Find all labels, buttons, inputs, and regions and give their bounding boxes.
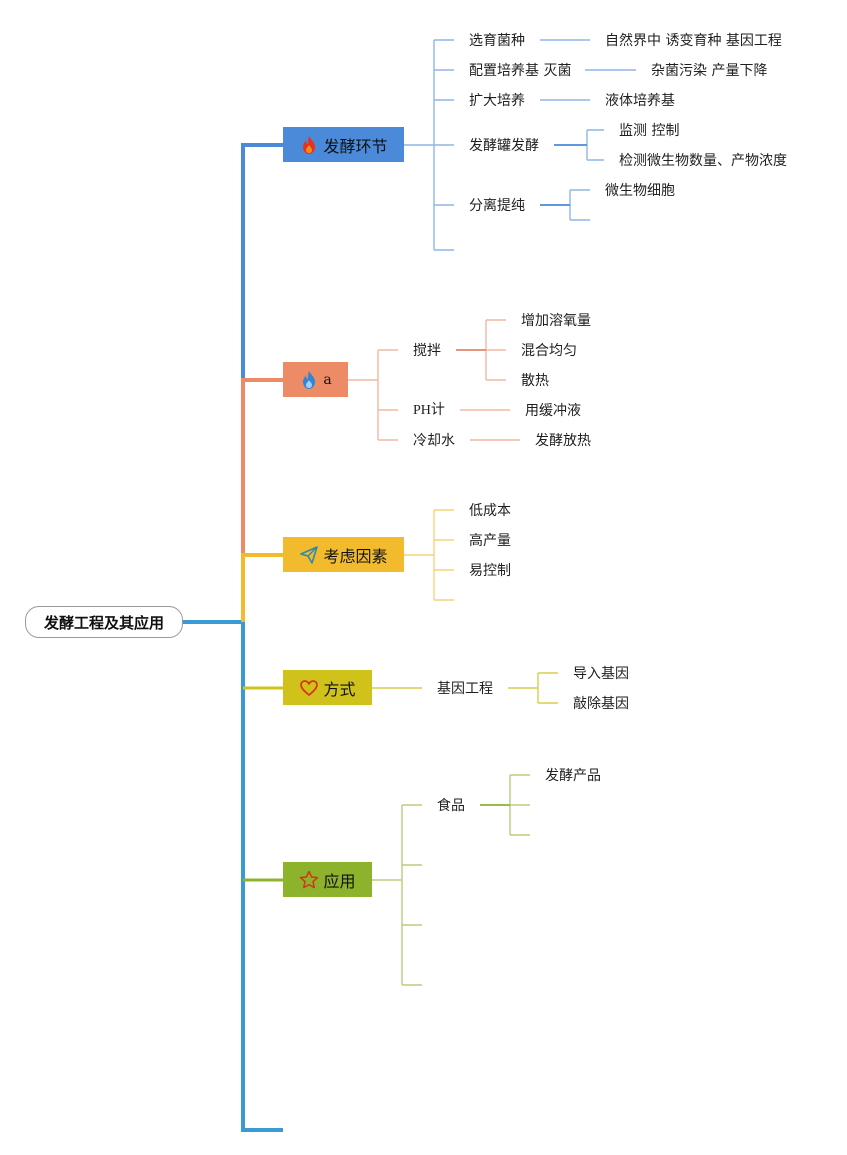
- star-icon: [299, 870, 319, 890]
- topic-monitor-control[interactable]: 监测 控制: [619, 123, 680, 139]
- branch-applications[interactable]: 应用: [283, 862, 372, 897]
- topic-food[interactable]: 食品: [437, 798, 465, 814]
- paper-plane-icon: [299, 545, 319, 565]
- topic-buffer[interactable]: 用缓冲液: [525, 403, 581, 419]
- branch-fermentation-steps[interactable]: 发酵环节: [283, 127, 404, 162]
- topic-stirring[interactable]: 搅拌: [413, 343, 441, 359]
- topic-import-gene[interactable]: 导入基因: [573, 666, 629, 682]
- topic-microbe-cells[interactable]: 微生物细胞: [605, 183, 675, 199]
- topic-prepare-medium[interactable]: 配置培养基 灭菌: [469, 63, 572, 79]
- fire-icon: [299, 370, 319, 390]
- topic-easy-control[interactable]: 易控制: [469, 563, 511, 579]
- branch-label: a: [323, 371, 332, 388]
- branch-label: 方式: [323, 679, 356, 699]
- branch-label: 应用: [323, 871, 356, 891]
- topic-ph-meter[interactable]: PH计: [413, 403, 445, 418]
- topic-cooling-water[interactable]: 冷却水: [413, 433, 455, 449]
- topic-separate-purify[interactable]: 分离提纯: [469, 198, 525, 214]
- fire-icon: [299, 135, 319, 155]
- topic-low-cost[interactable]: 低成本: [469, 503, 511, 519]
- topic-prepare-medium-detail[interactable]: 杂菌污染 产量下降: [651, 63, 768, 79]
- root-topic[interactable]: 发酵工程及其应用: [25, 606, 183, 638]
- topic-high-yield[interactable]: 高产量: [469, 533, 511, 549]
- branch-methods[interactable]: 方式: [283, 670, 372, 705]
- branch-considerations[interactable]: 考虑因素: [283, 537, 404, 572]
- topic-detect-quantity[interactable]: 检测微生物数量、产物浓度: [619, 153, 787, 169]
- heart-icon: [299, 678, 319, 698]
- branch-label: 发酵环节: [323, 136, 388, 156]
- topic-expand-culture[interactable]: 扩大培养: [469, 93, 525, 109]
- topic-fermentation-products[interactable]: 发酵产品: [545, 768, 601, 784]
- topic-knockout-gene[interactable]: 敲除基因: [573, 696, 629, 712]
- topic-select-strain-detail[interactable]: 自然界中 诱变育种 基因工程: [605, 33, 782, 49]
- root-topic-label: 发酵工程及其应用: [43, 613, 164, 632]
- topic-fermentation-heat[interactable]: 发酵放热: [535, 433, 591, 449]
- topic-select-strain[interactable]: 选育菌种: [469, 33, 525, 49]
- branch-a[interactable]: a: [283, 362, 348, 397]
- topic-genetic-engineering[interactable]: 基因工程: [437, 681, 493, 697]
- topic-mix-evenly[interactable]: 混合均匀: [521, 343, 577, 359]
- branch-label: 考虑因素: [323, 546, 388, 566]
- topic-increase-oxygen[interactable]: 增加溶氧量: [521, 313, 591, 329]
- topic-expand-culture-detail[interactable]: 液体培养基: [605, 93, 675, 109]
- topic-tank-fermentation[interactable]: 发酵罐发酵: [469, 138, 539, 154]
- topic-heat-dissipation[interactable]: 散热: [521, 373, 549, 389]
